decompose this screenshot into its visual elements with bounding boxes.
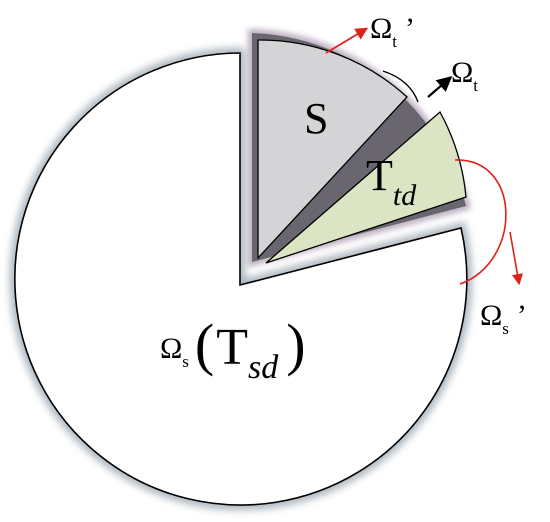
arrows — [325, 27, 523, 286]
sector-t-td-label: Ttd — [366, 151, 417, 212]
omega-s-prime-label: Ωs’ — [480, 299, 527, 338]
omega-t-prime-arrow — [325, 27, 369, 54]
source-domain-region — [9, 47, 472, 510]
omega-s-prime-arrow — [509, 231, 523, 286]
omega-s-prime-connector — [454, 159, 507, 285]
source-domain-shape — [14, 52, 468, 506]
source-domain-label: Ωs(Tsd) — [160, 312, 306, 386]
omega-t-prime-label: Ωt’ — [370, 12, 415, 51]
target-wedge — [248, 28, 471, 268]
labels: Ωt’ Ωt S Ttd Ωs’ Ωs(Tsd) — [160, 12, 527, 386]
omega-t-boundary-arc — [382, 70, 419, 103]
sector-t-td-shape — [265, 110, 467, 264]
omega-t-label: Ωt — [451, 56, 478, 95]
sector-s-label: S — [304, 94, 328, 143]
sector-s-shape — [257, 39, 408, 260]
omega-t-arrow — [427, 75, 453, 98]
